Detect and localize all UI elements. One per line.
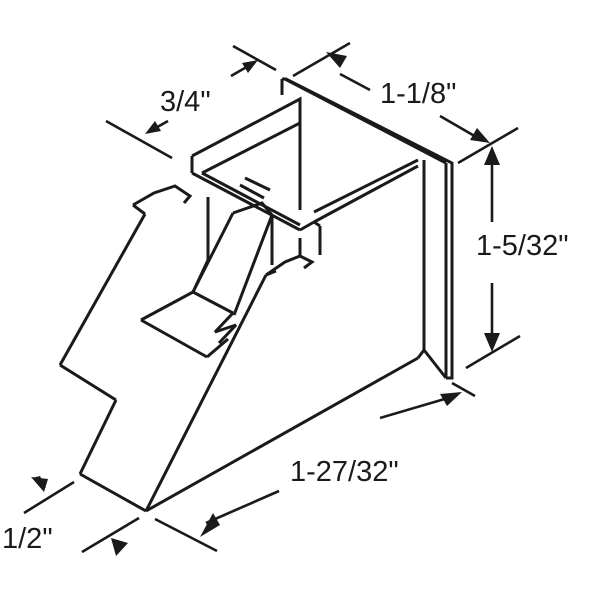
label-length: 1-27/32": [290, 456, 399, 488]
body: [58, 184, 426, 513]
top-frame: [190, 96, 419, 232]
dimension-depth-top: [105, 44, 277, 160]
label-height: 1-5/32": [476, 230, 569, 262]
label-width-top: 1-1/8": [380, 78, 457, 110]
label-tip-width: 1/2": [2, 523, 53, 555]
dimension-tip-width: [23, 476, 140, 556]
dimension-height: [465, 146, 521, 370]
dimension-length: [154, 381, 476, 553]
dimension-width-top: [292, 41, 519, 165]
back-plate: [280, 77, 454, 380]
label-depth-top: 3/4": [160, 86, 211, 118]
